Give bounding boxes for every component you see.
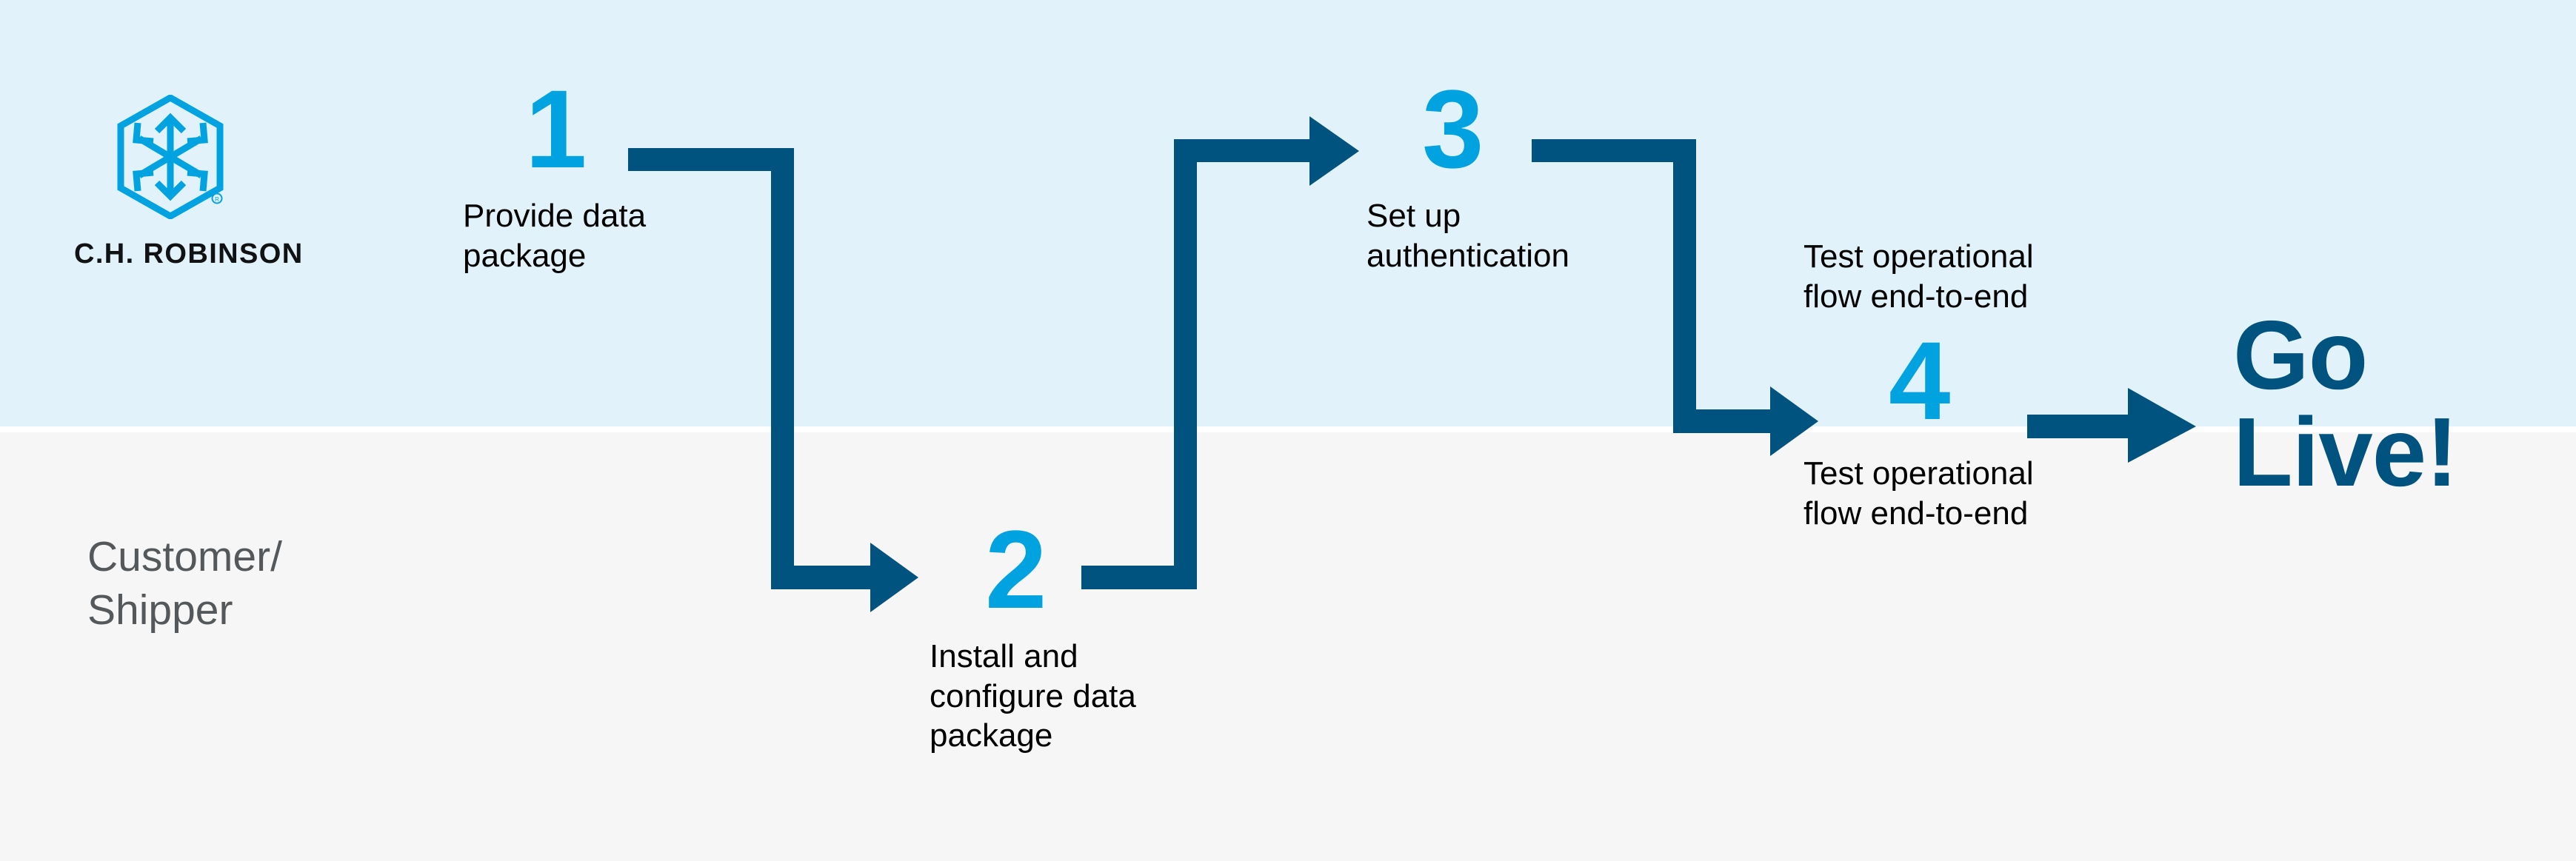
lane-divider <box>0 426 2576 432</box>
step-2-number: 2 <box>985 507 1047 631</box>
step-2-label: Install and configure data package <box>930 638 1136 754</box>
step-4[interactable]: Test operational flow end-to-end 4 Test … <box>1803 237 2034 534</box>
brand-logo: R C.H. ROBINSON <box>74 95 304 270</box>
step-3-number: 3 <box>1422 67 1484 191</box>
step-4-number: 4 <box>1889 318 1950 443</box>
step-1-label: Provide data package <box>463 198 647 274</box>
svg-text:R: R <box>215 196 219 203</box>
step-3-label: Set up authentication <box>1367 198 1569 274</box>
lane-label-customer-shipper: Customer/ Shipper <box>87 533 282 634</box>
lane-band-customer <box>0 432 2576 861</box>
go-live-line-1: Go <box>2233 301 2368 409</box>
go-live-line-2: Live! <box>2233 397 2458 506</box>
brand-wordmark: C.H. ROBINSON <box>74 238 304 269</box>
step-4-label-bottom: Test operational flow end-to-end <box>1803 455 2034 532</box>
step-2[interactable]: 2 Install and configure data package <box>930 507 1136 756</box>
go-live-outcome: Go Live! <box>2233 301 2458 506</box>
step-1[interactable]: 1 Provide data package <box>463 67 647 275</box>
step-4-label-top: Test operational flow end-to-end <box>1803 238 2034 315</box>
lane-band-chrobinson <box>0 0 2576 426</box>
hexagon-cube-arrows-logo-icon: R <box>117 95 224 219</box>
step-1-number: 1 <box>525 67 587 191</box>
step-3[interactable]: 3 Set up authentication <box>1367 67 1569 275</box>
